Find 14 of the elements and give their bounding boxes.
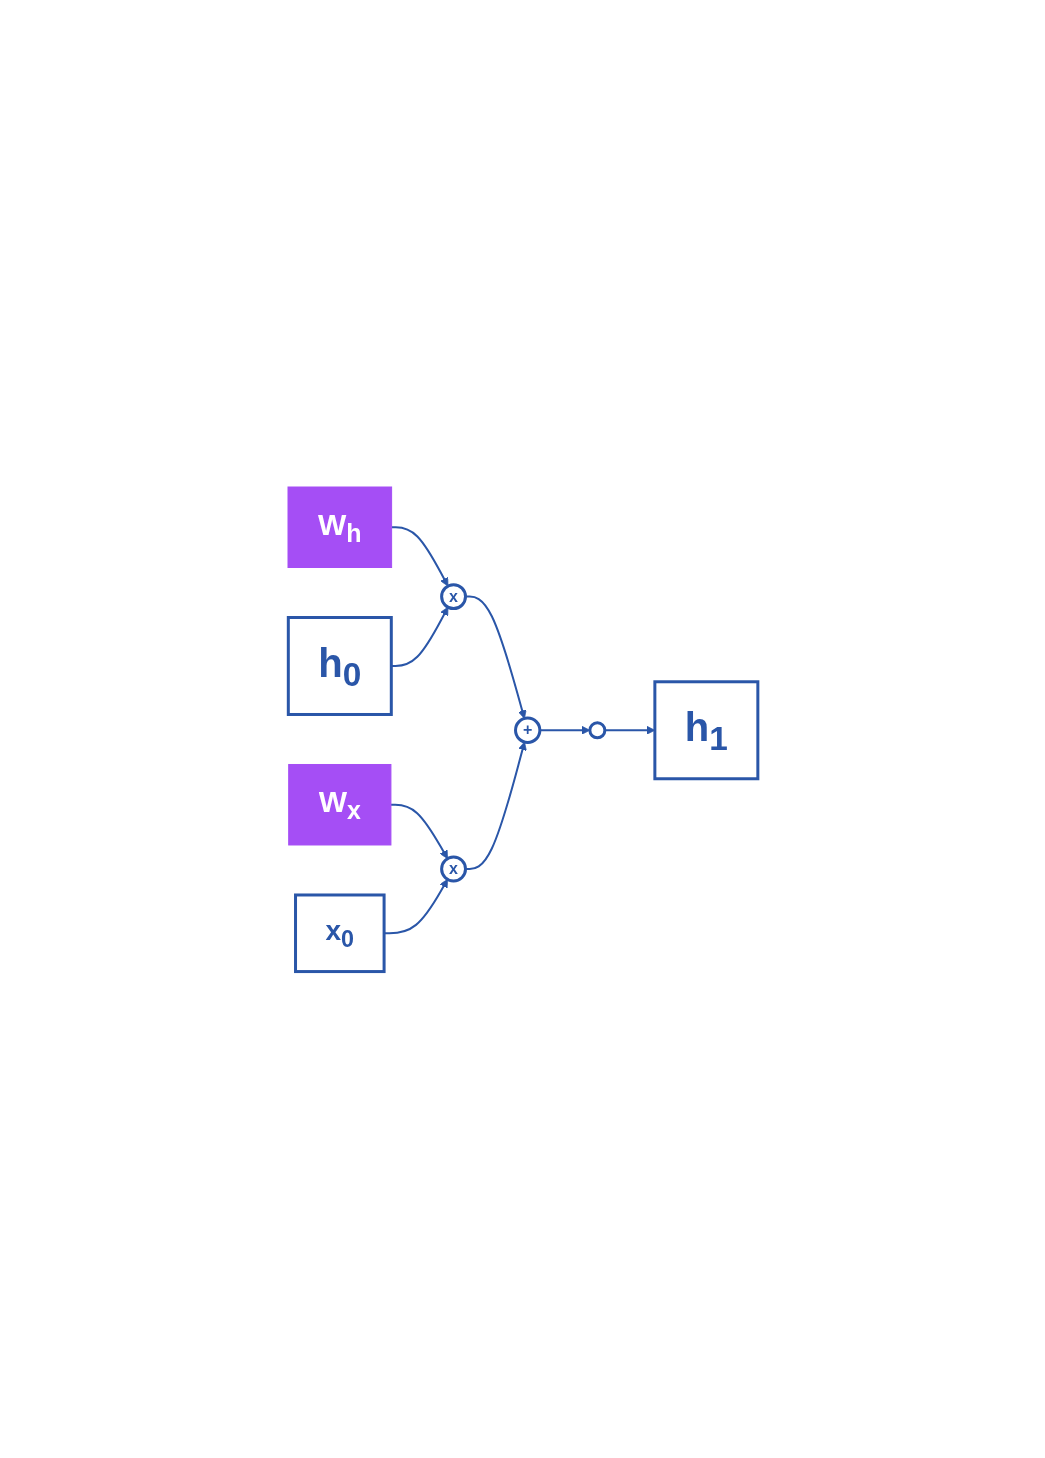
arrow bbox=[603, 725, 655, 735]
arrow bbox=[390, 525, 448, 587]
node-circle: x bbox=[439, 855, 467, 883]
arrow bbox=[464, 741, 527, 870]
node-circle: x bbox=[439, 582, 467, 610]
node-circle bbox=[587, 721, 606, 739]
node-box: h$_{1}$ bbox=[652, 680, 759, 780]
node-box: W$_{x}$ bbox=[287, 763, 391, 846]
node-box: h$_{0}$ bbox=[286, 615, 393, 716]
node-circle: + bbox=[513, 716, 541, 744]
node-box: W$_{h}$ bbox=[287, 486, 392, 568]
node-box: x$_{0}$ bbox=[293, 893, 386, 973]
arrow bbox=[389, 803, 448, 859]
arrow bbox=[464, 595, 527, 719]
